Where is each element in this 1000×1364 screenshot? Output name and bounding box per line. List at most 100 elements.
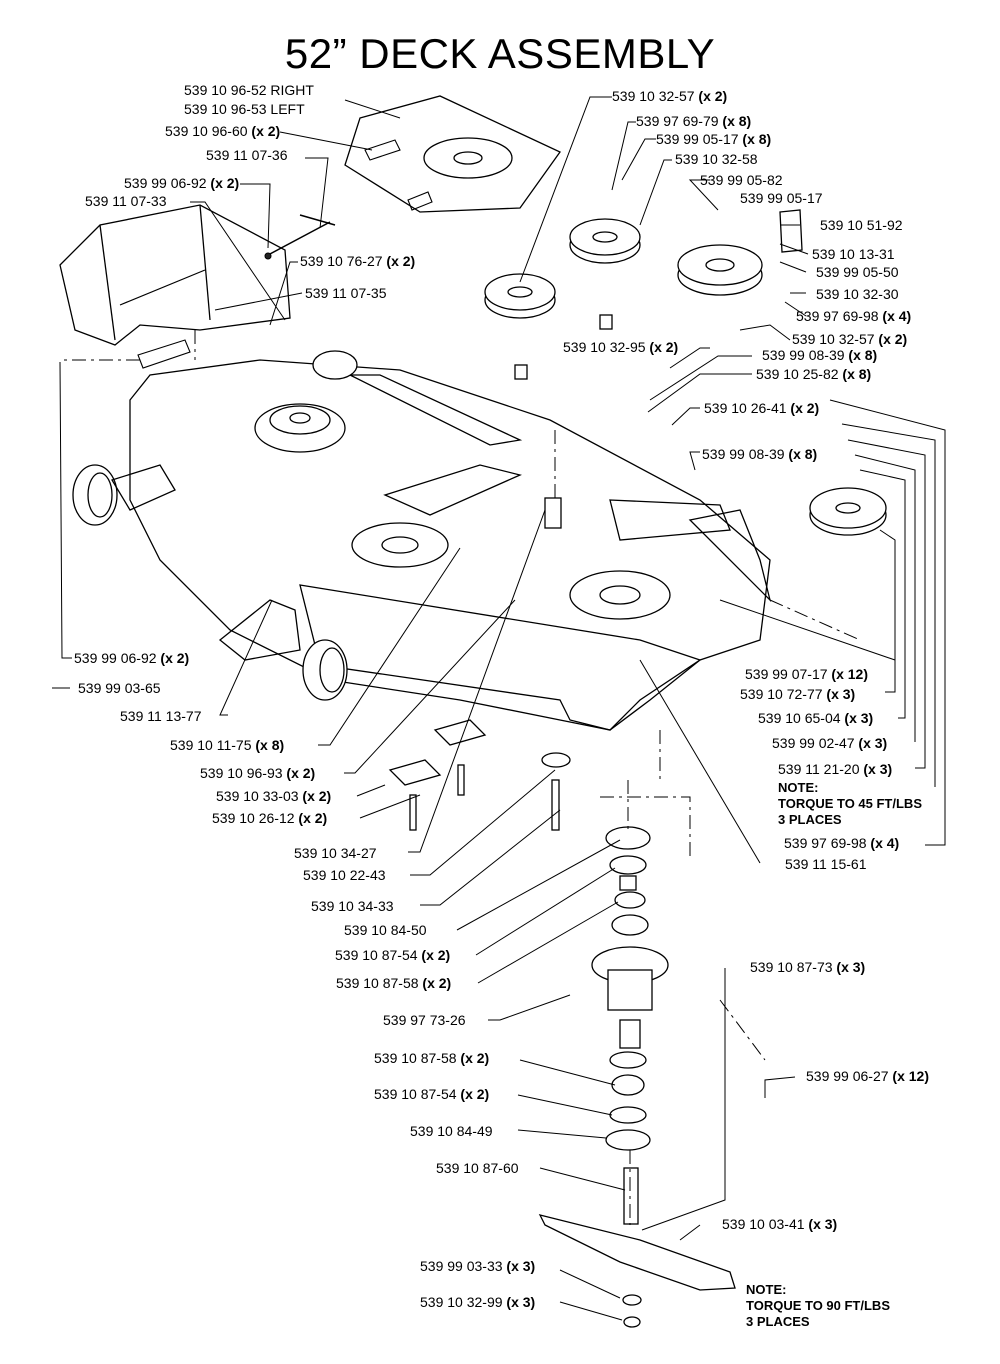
part-label-p18: 539 10 32-30 xyxy=(816,286,899,302)
part-quantity: (x 8) xyxy=(722,113,752,129)
part-number: 539 99 05-50 xyxy=(816,264,899,280)
belt-cover xyxy=(344,95,561,213)
part-number: 539 10 34-33 xyxy=(311,898,394,914)
part-label-p22: 539 99 08-39 (x 8) xyxy=(762,347,877,363)
part-number: 539 99 05-17 xyxy=(740,190,823,206)
part-number: 539 97 69-79 xyxy=(636,113,719,129)
part-label-p32: 539 10 26-12 (x 2) xyxy=(212,810,327,826)
part-label-p37: 539 11 21-20 (x 3) xyxy=(778,761,892,777)
part-number: 539 10 22-43 xyxy=(303,867,386,883)
part-quantity: (x 3) xyxy=(506,1294,536,1310)
part-label-p39: 539 10 34-27 xyxy=(294,845,377,861)
part-label-p19: 539 97 69-98 (x 4) xyxy=(796,308,911,324)
part-number: 539 10 03-41 xyxy=(722,1216,805,1232)
part-number: 539 97 69-98 xyxy=(784,835,867,851)
part-quantity: (x 3) xyxy=(863,761,893,777)
part-number: 539 10 32-57 xyxy=(612,88,695,104)
part-quantity: (x 8) xyxy=(848,347,878,363)
part-quantity: (x 2) xyxy=(698,88,728,104)
part-label-p42: 539 10 34-33 xyxy=(311,898,394,914)
part-label-p31: 539 10 33-03 (x 2) xyxy=(216,788,331,804)
part-label-p45: 539 10 87-58 (x 2) xyxy=(336,975,451,991)
part-label-p43: 539 10 84-50 xyxy=(344,922,427,938)
part-label-p40: 539 11 15-61 xyxy=(785,856,866,872)
part-quantity: (x 2) xyxy=(878,331,908,347)
part-label-p50: 539 99 06-27 (x 12) xyxy=(806,1068,929,1084)
part-label-p17: 539 99 05-50 xyxy=(816,264,899,280)
part-quantity: (x 3) xyxy=(836,959,866,975)
part-number: 539 10 76-27 xyxy=(300,253,383,269)
part-number: 539 10 96-60 xyxy=(165,123,248,139)
part-label-p26: 539 99 06-92 (x 2) xyxy=(74,650,189,666)
part-quantity: (x 12) xyxy=(831,666,868,682)
part-quantity: (x 2) xyxy=(422,975,452,991)
leader-lines xyxy=(52,96,946,1321)
part-label-p47: 539 97 73-26 xyxy=(383,1012,466,1028)
part-number: 539 10 96-52 RIGHT xyxy=(184,82,314,98)
part-number: 539 10 96-53 LEFT xyxy=(184,101,305,117)
part-number: 539 99 05-82 xyxy=(700,172,783,188)
part-number: 539 11 15-61 xyxy=(785,856,867,872)
part-number: 539 99 06-27 xyxy=(806,1068,889,1084)
part-number: 539 10 13-31 xyxy=(812,246,895,262)
part-number: 539 10 32-99 xyxy=(420,1294,503,1310)
part-label-p30: 539 10 96-93 (x 2) xyxy=(200,765,315,781)
part-number: 539 97 73-26 xyxy=(383,1012,466,1028)
part-number: 539 10 26-12 xyxy=(212,810,295,826)
note-line: 3 PLACES xyxy=(746,1314,810,1329)
part-label-p51: 539 10 84-49 xyxy=(410,1123,493,1139)
part-label-p7: 539 10 76-27 (x 2) xyxy=(300,253,415,269)
part-number: 539 11 07-35 xyxy=(305,285,387,301)
part-quantity: (x 2) xyxy=(210,175,240,191)
part-label-p38: 539 97 69-98 (x 4) xyxy=(784,835,899,851)
part-number: 539 10 87-58 xyxy=(336,975,419,991)
part-number: 539 10 32-30 xyxy=(816,286,899,302)
part-label-p52: 539 10 87-60 xyxy=(436,1160,519,1176)
part-quantity: (x 2) xyxy=(386,253,416,269)
part-label-p41: 539 10 22-43 xyxy=(303,867,386,883)
note-heading: NOTE: xyxy=(746,1282,787,1297)
part-label-p25: 539 99 08-39 (x 8) xyxy=(702,446,817,462)
part-label-p16: 539 10 13-31 xyxy=(812,246,895,262)
part-number: 539 10 25-82 xyxy=(756,366,839,382)
part-number: 539 99 07-17 xyxy=(745,666,828,682)
part-label-p13: 539 99 05-82 xyxy=(700,172,783,188)
deck-shell xyxy=(129,359,772,731)
part-label-p4: 539 11 07-36 xyxy=(206,147,287,163)
part-number: 539 10 33-03 xyxy=(216,788,299,804)
part-label-p14: 539 99 05-17 xyxy=(740,190,823,206)
part-quantity: (x 3) xyxy=(808,1216,838,1232)
part-quantity: (x 2) xyxy=(421,947,451,963)
part-number: 539 10 32-58 xyxy=(675,151,758,167)
part-label-p5: 539 99 06-92 (x 2) xyxy=(124,175,239,191)
part-quantity: (x 2) xyxy=(302,788,332,804)
part-label-p2: 539 10 96-53 LEFT xyxy=(184,101,305,117)
part-label-p49: 539 10 87-54 (x 2) xyxy=(374,1086,489,1102)
part-number: 539 10 87-60 xyxy=(436,1160,519,1176)
part-number: 539 99 06-92 xyxy=(74,650,157,666)
part-label-p23: 539 10 25-82 (x 8) xyxy=(756,366,871,382)
part-label-p21: 539 10 32-95 (x 2) xyxy=(563,339,678,355)
part-number: 539 10 65-04 xyxy=(758,710,841,726)
part-quantity: (x 3) xyxy=(844,710,874,726)
part-quantity: (x 4) xyxy=(882,308,912,324)
part-number: 539 99 03-65 xyxy=(78,680,161,696)
top-pulleys xyxy=(484,209,887,536)
part-number: 539 10 84-50 xyxy=(344,922,427,938)
discharge-chute xyxy=(59,204,336,369)
part-label-p28: 539 11 13-77 xyxy=(120,708,201,724)
centerlines xyxy=(60,330,861,1225)
part-number: 539 10 87-58 xyxy=(374,1050,457,1066)
part-label-p44: 539 10 87-54 (x 2) xyxy=(335,947,450,963)
part-number: 539 10 87-54 xyxy=(335,947,418,963)
part-quantity: (x 2) xyxy=(460,1086,490,1102)
part-label-p1: 539 10 96-52 RIGHT xyxy=(184,82,314,98)
part-label-p12: 539 10 32-58 xyxy=(675,151,758,167)
part-label-p8: 539 11 07-35 xyxy=(305,285,386,301)
note-line: 3 PLACES xyxy=(778,812,842,827)
part-label-p10: 539 97 69-79 (x 8) xyxy=(636,113,751,129)
part-number: 539 99 02-47 xyxy=(772,735,855,751)
part-label-p24: 539 10 26-41 (x 2) xyxy=(704,400,819,416)
part-number: 539 10 32-95 xyxy=(563,339,646,355)
